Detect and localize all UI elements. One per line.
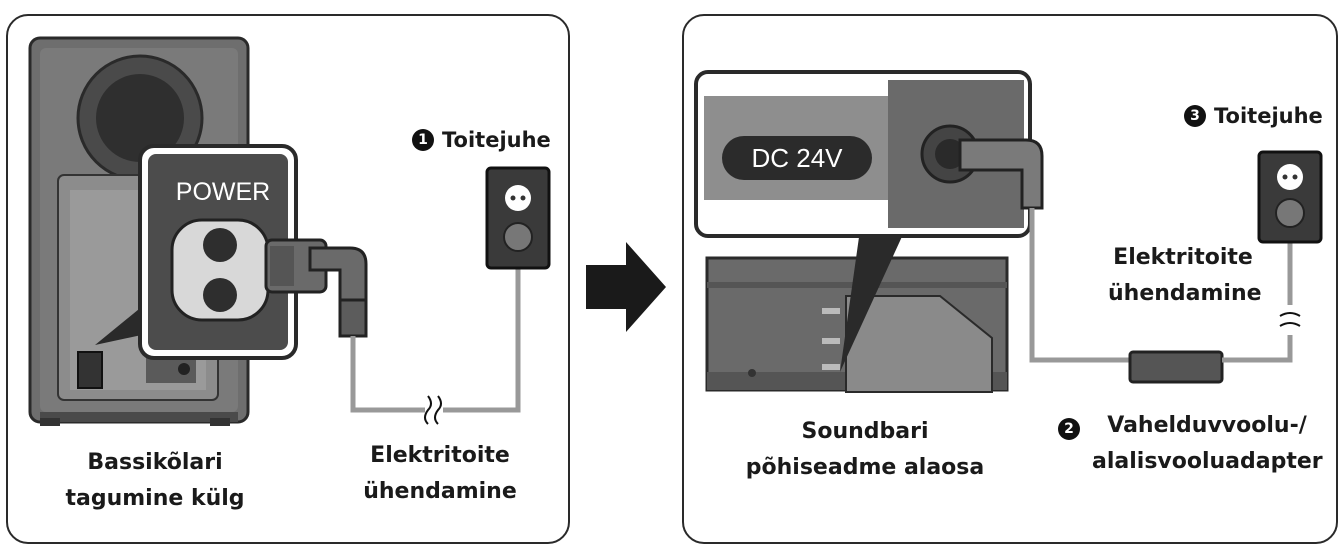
power-cord-label: Toitejuhe: [442, 128, 551, 152]
dc-callout: [694, 70, 1044, 372]
power-port-label: POWER: [175, 178, 271, 206]
step-number: 3: [1184, 105, 1206, 127]
left-power-cord: [308, 166, 551, 425]
right-power-cord: [1029, 150, 1323, 384]
power-cord-tag-right: 3 Toitejuhe: [1184, 102, 1323, 130]
power-callout: [95, 144, 328, 360]
connection-label-right: Elektritoite ühendamine: [1108, 245, 1262, 306]
device-label-left: Bassikõlari tagumine külg: [65, 450, 245, 511]
right-arrow-icon: [586, 242, 666, 332]
step-number: 1: [412, 129, 434, 151]
dc-port-label: DC 24V: [722, 136, 872, 180]
power-cord-tag: 1 Toitejuhe: [412, 126, 551, 154]
device-label-right: Soundbari põhiseadme alaosa: [745, 419, 985, 480]
adapter-label: Vahelduvvoolu-/ alalisvooluadapter: [1092, 413, 1323, 474]
step-number: 2: [1058, 418, 1080, 440]
connection-label-left: Elektritoite ühendamine: [363, 443, 517, 504]
power-cord-label: Toitejuhe: [1214, 104, 1323, 128]
